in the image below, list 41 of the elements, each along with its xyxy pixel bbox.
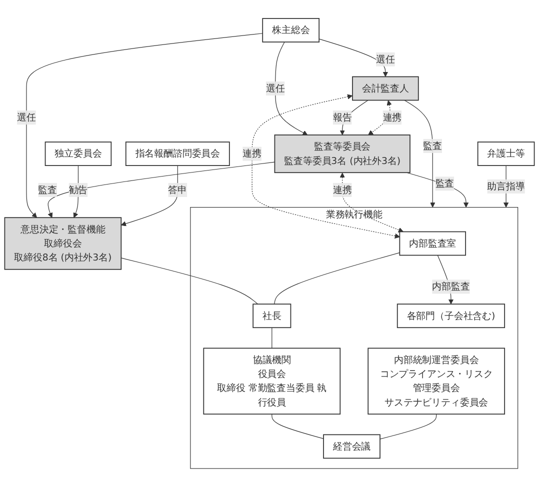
arrow (48, 162, 275, 218)
arrow (406, 172, 469, 208)
connector (120, 258, 258, 304)
node-box: 社長 (252, 304, 292, 328)
edge-label: 連携 (242, 148, 262, 160)
arrow (340, 172, 404, 232)
edge-label: 答申 (168, 184, 188, 196)
edge-label: 選任 (17, 112, 36, 123)
edge-label: 監査 (435, 178, 454, 190)
node-box: 経営会議 (323, 434, 380, 459)
node-box: 内部監査室 (399, 231, 466, 256)
arrow (318, 38, 388, 77)
edge-label: 連携 (382, 112, 402, 123)
node-box: 各部門（子会社含む) (396, 304, 506, 328)
node-box: 会計監査人 (352, 76, 419, 101)
arrow (252, 94, 400, 239)
node-box: 弁護士等 (477, 142, 535, 166)
edge-label: 内部監査 (432, 280, 470, 292)
edge-label: 選任 (376, 53, 395, 65)
arrow (275, 42, 308, 136)
node-box: 指名報酬諮問委員会 (125, 142, 230, 166)
node-box: 監査等委員会 監査等委員3名 (内社外3名) (274, 134, 410, 174)
edge-label: 連携 (332, 184, 352, 196)
edge-label: 助言指導 (487, 180, 525, 192)
edge-label: 監査 (38, 184, 58, 196)
edge-label: 勧告 (68, 184, 88, 196)
arrow (26, 33, 263, 218)
node-box: 協議機関 役員会 取締役 常勤監査当委員 執行役員 (203, 348, 341, 415)
connector (380, 414, 437, 440)
edge-label: 報告 (332, 112, 352, 123)
node-box: 株主総会 (262, 18, 320, 42)
node-box: 内部統制運営委員会 コンプライアンス・リスク管理委員会 サステナビリティ委員会 (368, 348, 506, 415)
arrow (73, 165, 79, 218)
edge-label: 選任 (266, 82, 285, 94)
edge-label: 監査 (423, 140, 442, 152)
arrow (120, 165, 178, 226)
arrow (404, 100, 436, 208)
node-box: 独立委員会 (44, 142, 112, 166)
node-box: 意思決定・監督機能 取締役会 取締役8名 (内社外3名) (4, 217, 122, 270)
connector (272, 414, 324, 439)
connector (274, 252, 400, 304)
